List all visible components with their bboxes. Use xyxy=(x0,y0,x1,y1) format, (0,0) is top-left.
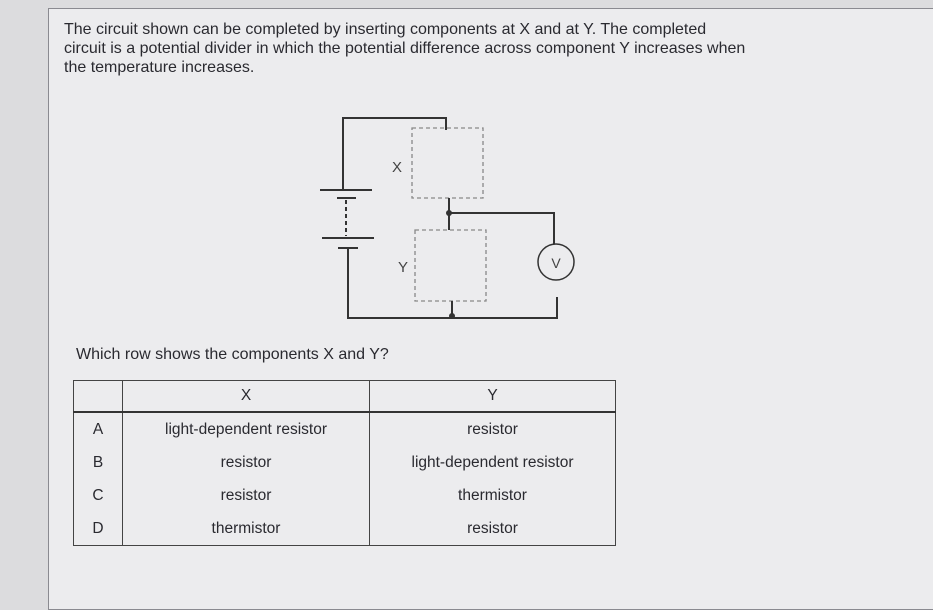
voltmeter-label: V xyxy=(551,255,561,271)
question-line: the temperature increases. xyxy=(64,59,255,76)
cell-x: resistor xyxy=(122,446,370,479)
option-letter: A xyxy=(73,412,123,446)
table-header: X Y xyxy=(73,380,616,413)
cell-y: light-dependent resistor xyxy=(369,446,616,479)
table-row: B resistor light-dependent resistor xyxy=(73,446,616,479)
circuit-diagram: X Y V xyxy=(320,117,575,319)
sub-question: Which row shows the components X and Y? xyxy=(76,346,389,363)
option-letter: D xyxy=(73,512,123,546)
cell-x: resistor xyxy=(122,479,370,512)
table-row: A light-dependent resistor resistor xyxy=(73,412,616,446)
cell-y: resistor xyxy=(369,512,616,546)
option-letter: C xyxy=(73,479,123,512)
option-letter: B xyxy=(73,446,123,479)
cell-x: light-dependent resistor xyxy=(122,412,370,446)
table-row: C resistor thermistor xyxy=(73,479,616,512)
component-y-slot xyxy=(414,229,487,302)
cell-x: thermistor xyxy=(122,512,370,546)
header-option xyxy=(73,380,123,413)
question-text: The circuit shown can be completed by in… xyxy=(64,20,864,77)
table-row: D thermistor resistor xyxy=(73,512,616,546)
cell-y: thermistor xyxy=(369,479,616,512)
label-x: X xyxy=(392,159,402,176)
header-x: X xyxy=(122,380,370,413)
question-line: circuit is a potential divider in which … xyxy=(64,40,746,57)
header-y: Y xyxy=(369,380,616,413)
question-line: The circuit shown can be completed by in… xyxy=(64,21,707,38)
label-y: Y xyxy=(398,259,408,276)
voltmeter-icon xyxy=(537,243,575,281)
component-x-slot xyxy=(411,127,484,199)
cell-y: resistor xyxy=(369,412,616,446)
answer-table: X Y A light-dependent resistor resistor … xyxy=(73,380,616,546)
